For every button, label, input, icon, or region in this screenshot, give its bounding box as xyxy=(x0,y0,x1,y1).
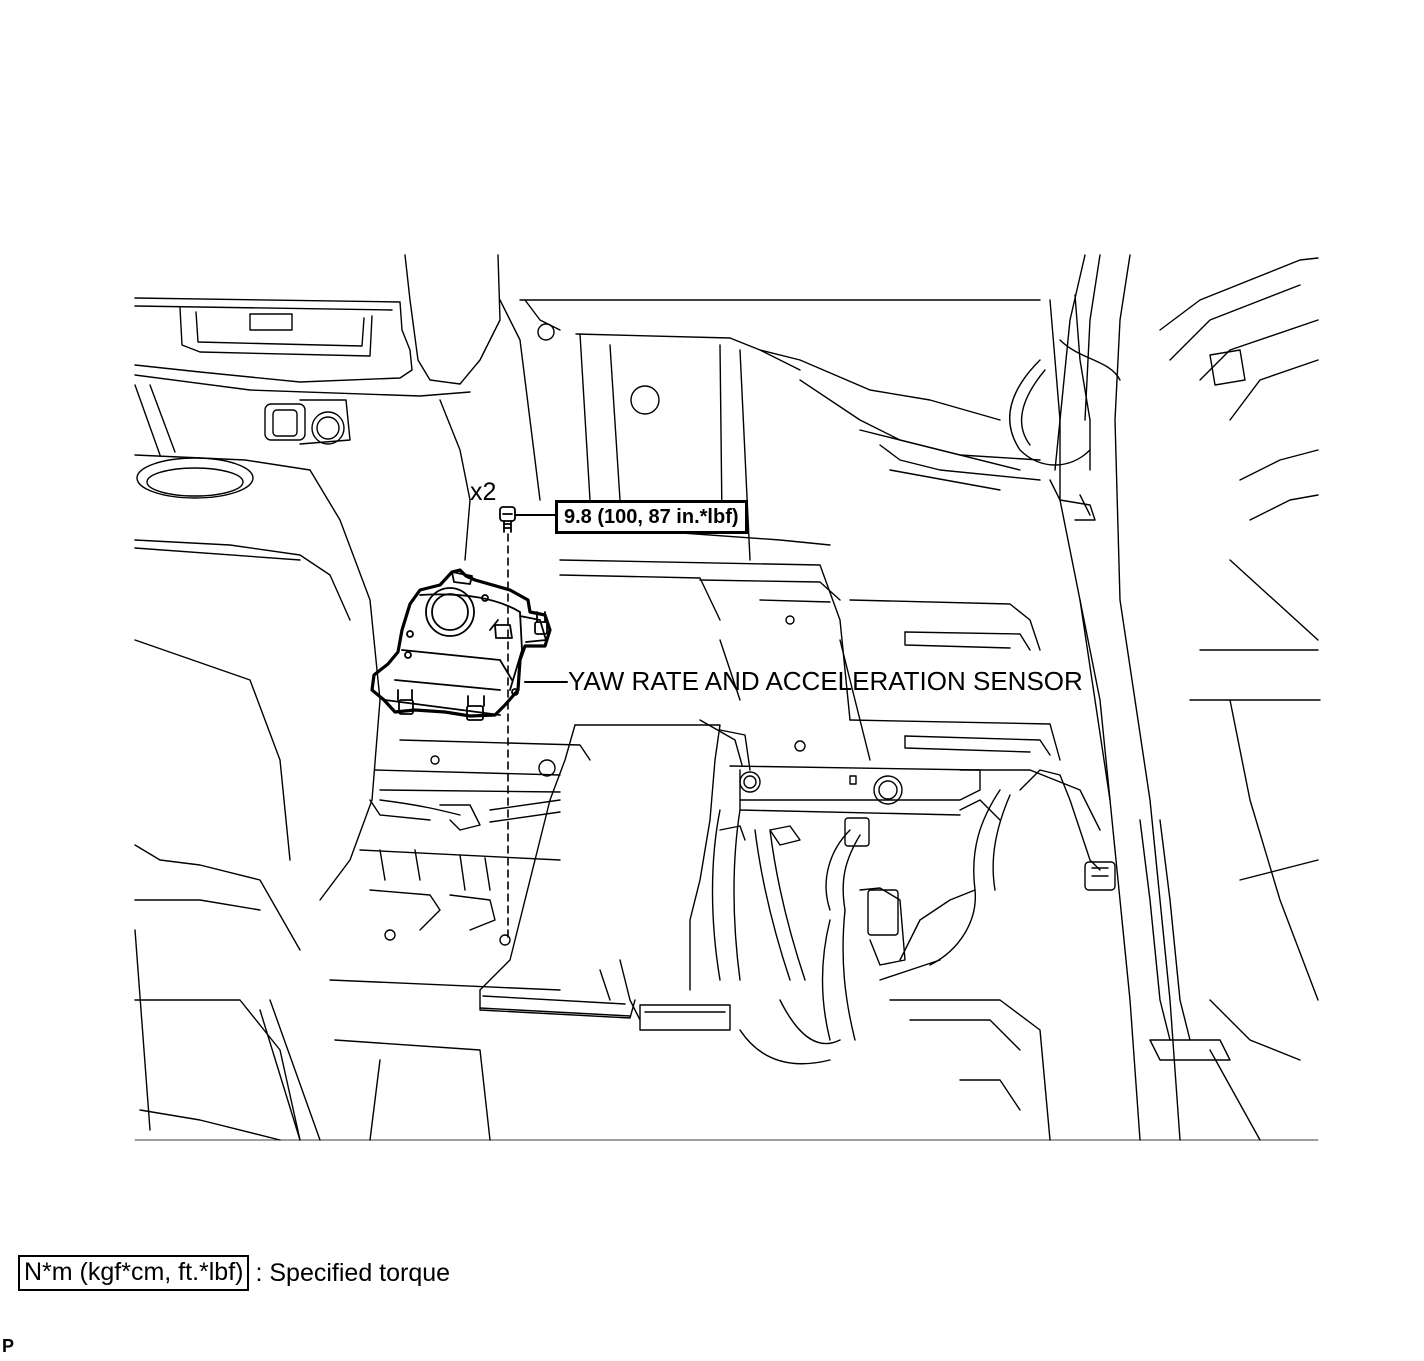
dashboard-lines xyxy=(134,254,501,456)
legend-unit-box: N*m (kgf*cm, ft.*lbf) xyxy=(18,1255,250,1291)
floor-pan xyxy=(699,579,1111,831)
right-pillar xyxy=(1059,254,1321,1141)
legend: N*m (kgf*cm, ft.*lbf) : Specified torque xyxy=(18,1255,450,1291)
corner-code: P xyxy=(2,1336,15,1356)
bolt-quantity-label: x2 xyxy=(470,478,497,506)
torque-spec-box: 9.8 (100, 87 in.*lbf) xyxy=(555,500,748,534)
lower-wire-harness xyxy=(711,769,1116,1141)
upper-wire-harness xyxy=(1008,294,1121,521)
switch-panel xyxy=(264,399,351,445)
sensor-bracket xyxy=(370,568,552,721)
seat-and-console xyxy=(134,454,381,1141)
sensor-part-label: YAW RATE AND ACCELERATION SENSOR xyxy=(568,666,1083,696)
legend-description: : Specified torque xyxy=(255,1258,451,1287)
front-floor xyxy=(329,739,591,1141)
bolt-icon xyxy=(499,506,516,533)
rear-floor-duct xyxy=(479,719,743,1031)
cross-member xyxy=(719,729,981,816)
